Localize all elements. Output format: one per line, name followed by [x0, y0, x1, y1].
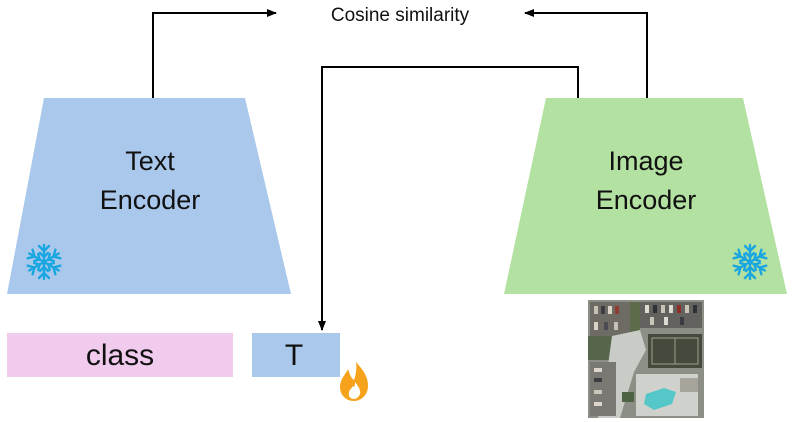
t-token-box: T — [252, 333, 340, 377]
image-encoder: Image Encoder — [504, 98, 787, 294]
flame-icon — [340, 362, 368, 401]
t-token-label: T — [285, 339, 303, 372]
text-encoder: Text Encoder — [7, 98, 291, 294]
aerial-input-image — [588, 300, 704, 418]
class-token-box: class — [7, 333, 233, 377]
class-token-label: class — [86, 339, 154, 372]
image-encoder-to-t-arrow — [318, 66, 579, 331]
image-encoder-shape — [504, 98, 787, 294]
cosine-similarity-label: Cosine similarity — [331, 5, 470, 26]
text-encoder-label-line2: Encoder — [100, 185, 201, 215]
image-encoder-to-similarity-arrow — [524, 9, 648, 98]
image-encoder-label-line1: Image — [608, 146, 683, 176]
text-encoder-shape — [7, 98, 291, 294]
text-encoder-label-line1: Text — [125, 146, 175, 176]
image-encoder-label-line2: Encoder — [596, 185, 697, 215]
text-encoder-to-similarity-arrow — [152, 9, 277, 98]
